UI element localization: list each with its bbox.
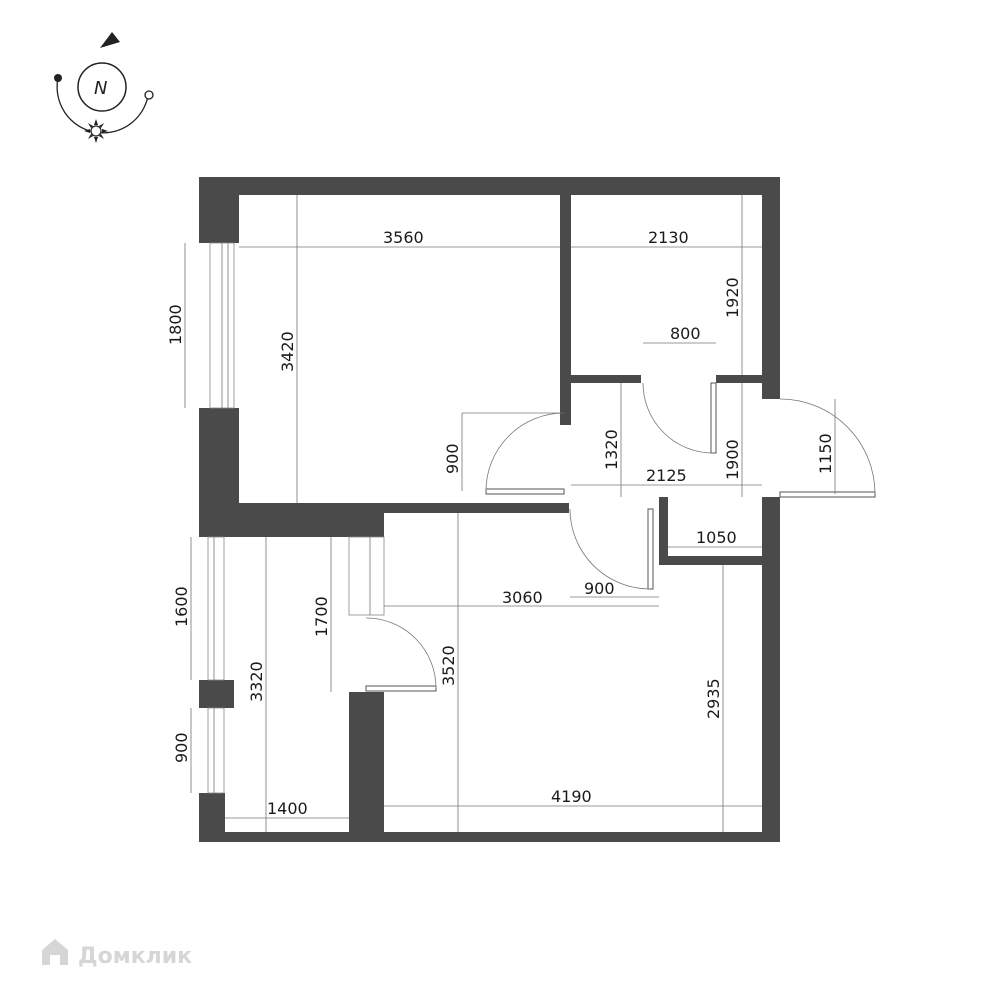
doors — [365, 382, 876, 692]
dim-hall-1320: 1320 — [602, 429, 621, 470]
dim-door-900-mid: 900 — [584, 579, 615, 598]
dim-window1: 1800 — [166, 304, 185, 345]
dim-living-2935: 2935 — [704, 678, 723, 719]
wall-left-lower-cap — [199, 526, 225, 534]
dim-room1-height: 3420 — [278, 331, 297, 372]
dim-living-3520: 3520 — [439, 645, 458, 686]
wall-right-top — [762, 177, 780, 399]
wall-bottom — [199, 832, 780, 842]
compass-west-dot — [54, 74, 62, 82]
dimension-labels: 3560 3420 1800 2130 1920 800 1320 1900 2… — [166, 228, 835, 818]
dim-living-4190: 4190 — [551, 787, 592, 806]
dim-balcony-1400: 1400 — [267, 799, 308, 818]
dim-window2: 1600 — [172, 586, 191, 627]
dim-window3: 900 — [172, 732, 191, 763]
dimension-lines — [184, 195, 836, 832]
door-bath — [647, 508, 654, 590]
door-bath-swing — [569, 508, 651, 590]
door-room1-swing — [485, 412, 565, 492]
dim-room2-width: 2130 — [648, 228, 689, 247]
door-entry-swing — [779, 398, 876, 495]
watermark-text: Домклик — [78, 944, 192, 969]
wardrobe — [348, 536, 385, 616]
sun-icon — [84, 119, 108, 143]
wall-left-top — [199, 177, 239, 243]
dim-door-800: 800 — [670, 324, 701, 343]
dim-hall-1900: 1900 — [723, 439, 742, 480]
dim-entry-1150: 1150 — [816, 433, 835, 474]
door-entry — [779, 491, 876, 498]
dim-balcony-3320: 3320 — [247, 661, 266, 702]
wall-niche-vertical — [659, 497, 668, 565]
wall-hall-corner — [359, 513, 384, 537]
watermark: Домклик — [42, 939, 192, 969]
dim-niche-1050: 1050 — [696, 528, 737, 547]
door-room1 — [485, 488, 565, 495]
watermark-house-icon — [42, 939, 68, 965]
window-balcony-upper — [207, 536, 225, 681]
wall-left-pier — [199, 680, 234, 708]
window-balcony-lower — [207, 707, 225, 794]
dim-bath-1700: 1700 — [312, 596, 331, 637]
wall-room1-bottom — [239, 503, 569, 513]
dim-door-900-left: 900 — [443, 443, 462, 474]
compass-east-dot — [144, 90, 154, 100]
compass: N — [54, 32, 154, 143]
door-room2-swing — [642, 382, 714, 454]
walls — [199, 177, 780, 842]
north-arrow-icon — [100, 32, 120, 48]
wall-room2-bottom-left — [571, 375, 641, 383]
dim-hall-3060: 3060 — [502, 588, 543, 607]
door-balcony — [365, 685, 437, 692]
wall-room-divider — [560, 195, 571, 425]
door-room2 — [710, 382, 717, 454]
door-balcony-swing — [365, 617, 437, 689]
wall-room2-bottom-right — [716, 375, 764, 383]
windows — [207, 242, 235, 794]
wall-niche-bottom — [659, 556, 762, 565]
compass-north-label: N — [94, 78, 107, 99]
compass-ring — [77, 62, 127, 112]
wall-top — [199, 177, 780, 195]
dim-room1-width: 3560 — [383, 228, 424, 247]
dim-hall-2125: 2125 — [646, 466, 687, 485]
dim-room2-height: 1920 — [723, 277, 742, 318]
wall-right-bottom — [762, 497, 780, 842]
wall-balcony-divider — [349, 692, 384, 842]
